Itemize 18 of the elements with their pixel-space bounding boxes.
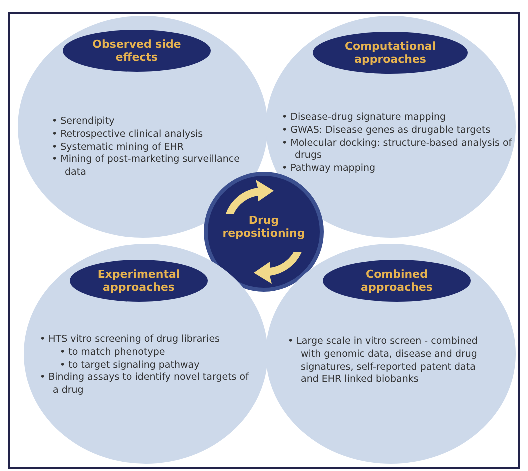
bullet-item: • Serendipity xyxy=(52,116,116,129)
bullet-item: • Large scale in vitro screen - combined with genomic data, disease and drug signatures, self-reported patent data and EHR linked biobanks xyxy=(288,336,478,388)
bullet-item: • Disease-drug signature mapping xyxy=(282,112,448,125)
center-label: Drug repositioning xyxy=(222,214,306,240)
bullet-item: • Retrospective clinical analysis xyxy=(52,128,204,142)
bullet-item: • to target signaling pathway xyxy=(60,360,201,372)
bullet-item: • HTS vitro screening of drug libraries xyxy=(40,334,221,347)
bullet-item: • Pathway mapping xyxy=(282,163,377,176)
heading-ellipse: Combined approaches xyxy=(323,260,471,302)
heading-ellipse: Observed side effects xyxy=(63,30,211,72)
bullet-item: • Mining of post-marketing surveillance data xyxy=(52,154,241,180)
heading-ellipse: Experimental approaches xyxy=(70,260,208,302)
bullet-item: • GWAS: Disease genes as drugable targets xyxy=(282,124,492,138)
heading-ellipse: Computational approaches xyxy=(313,32,468,74)
bullet-item: • Binding assays to identify novel targets of a drug xyxy=(40,372,250,398)
bullet-item: • to match phenotype xyxy=(60,346,166,360)
bullet-item: • Systematic mining of EHR xyxy=(52,142,186,154)
bullet-item: • Molecular docking: structure-based analysis of drugs xyxy=(282,138,514,164)
